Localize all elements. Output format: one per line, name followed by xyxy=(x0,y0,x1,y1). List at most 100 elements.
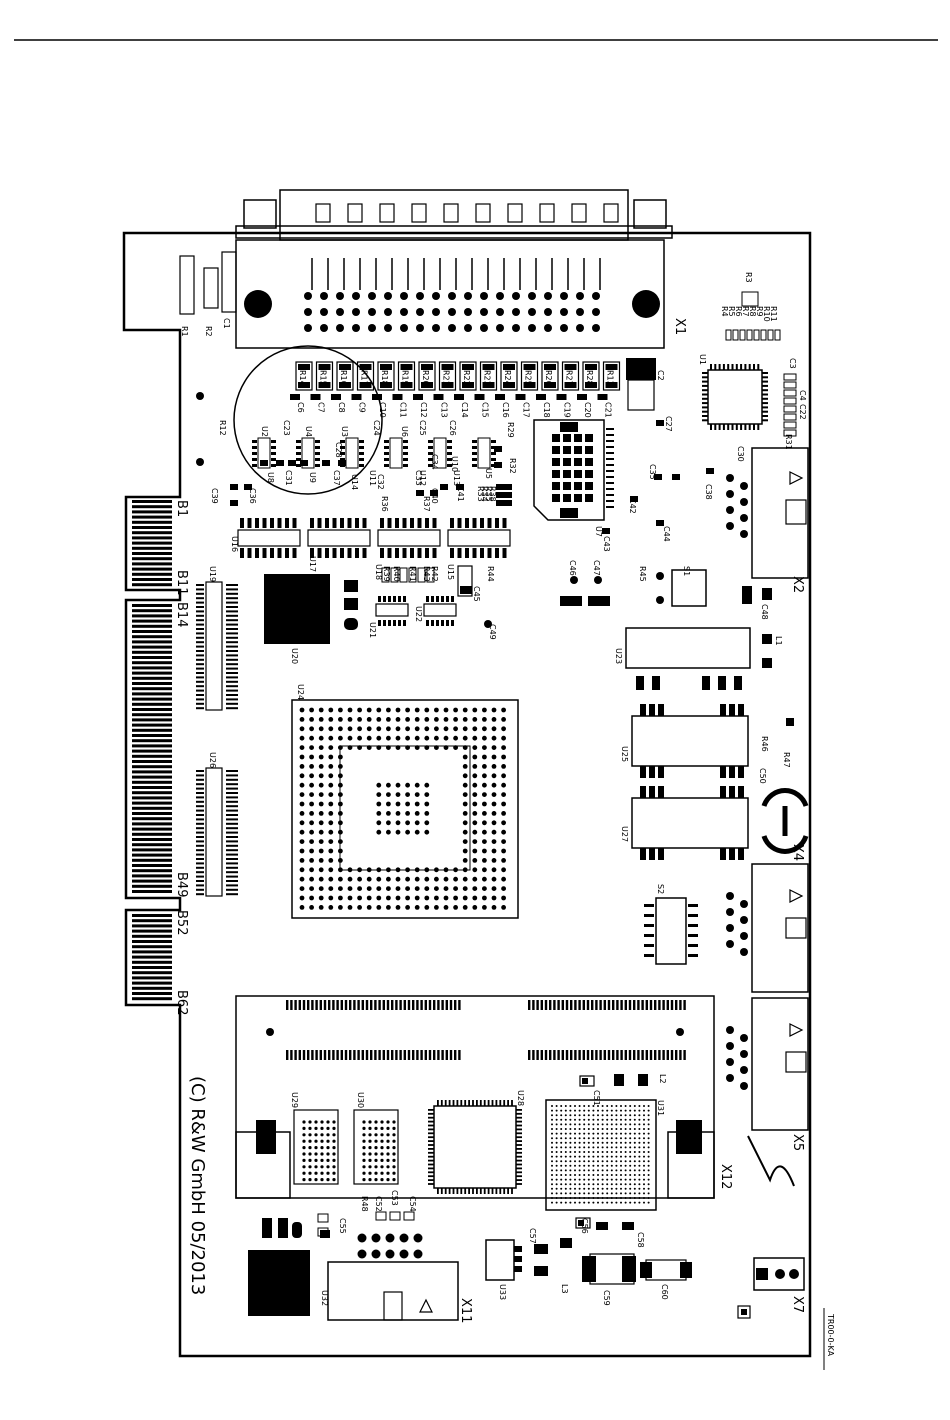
s2-switch xyxy=(655,897,687,965)
c24-label: C24 xyxy=(372,420,381,436)
c47-label: C47 xyxy=(592,560,601,576)
c4-label: C4 xyxy=(798,390,807,401)
edge-label-b49: B49 xyxy=(174,872,189,897)
u32-chip xyxy=(248,1250,310,1316)
c41-label: C41 xyxy=(456,486,465,502)
u16-label: U16 xyxy=(230,536,239,552)
u18-label: U18 xyxy=(374,564,383,580)
res-label-r26: R26 xyxy=(544,370,553,386)
u1-label: U1 xyxy=(698,354,707,365)
s1-label: S1 xyxy=(682,566,691,576)
c43-label: C43 xyxy=(602,536,611,552)
x4-connector xyxy=(726,863,809,993)
r5-label: R5 xyxy=(727,306,736,317)
res-label-r20: R20 xyxy=(421,370,430,386)
cap-label-c13: C13 xyxy=(440,402,449,418)
x2-connector xyxy=(726,447,809,579)
r10-label: R10 xyxy=(762,306,771,322)
c33-label: C33 xyxy=(414,470,423,486)
u33-label: U33 xyxy=(498,1284,507,1300)
r1-label: R1 xyxy=(180,326,189,337)
u22-label: U22 xyxy=(414,606,423,622)
u33-chip xyxy=(485,1239,515,1281)
cap-label-c19: C19 xyxy=(563,402,572,418)
u24-chip xyxy=(291,699,519,919)
res-label-r17: R17 xyxy=(360,370,369,386)
c30-label: C30 xyxy=(736,446,745,462)
r31-label: R31 xyxy=(784,434,793,450)
c60-label: C60 xyxy=(660,1284,669,1300)
chip-label-u14: U14 xyxy=(350,474,359,490)
edge-label-b14: B14 xyxy=(174,602,189,627)
u1-chip xyxy=(702,364,768,430)
chip-label-u2: U2 xyxy=(260,426,269,437)
r7-label: R7 xyxy=(741,306,750,317)
board-outline xyxy=(122,231,812,1358)
r46-label: R46 xyxy=(760,736,769,752)
u25-label: U25 xyxy=(620,746,629,762)
c39-label: C39 xyxy=(210,488,219,504)
x2-label: X2 xyxy=(790,576,805,593)
cap-label-c10: C10 xyxy=(378,402,387,418)
r11-label: R11 xyxy=(769,306,778,322)
c49-label: C49 xyxy=(488,624,497,640)
r2-label: R2 xyxy=(204,326,213,337)
r36-label: R36 xyxy=(380,496,389,512)
cap-label-c7: C7 xyxy=(317,402,326,413)
cap-label-c16: C16 xyxy=(501,402,510,418)
u7-chip xyxy=(533,419,614,521)
u23-chip xyxy=(625,627,751,669)
r42-label: R42 xyxy=(430,566,439,582)
chip-label-u10: U10 xyxy=(450,456,459,472)
r44-label: R44 xyxy=(486,566,495,582)
c37-label: C37 xyxy=(332,470,341,486)
cap-label-c8: C8 xyxy=(337,402,346,413)
r4-label: R4 xyxy=(720,306,729,317)
res-label-r21: R21 xyxy=(442,370,451,386)
edge-label-b62: B62 xyxy=(174,990,189,1015)
small-ic-row xyxy=(252,437,496,469)
u19-label: U19 xyxy=(208,566,217,582)
u28-label: U28 xyxy=(516,1090,525,1106)
c50-label: C50 xyxy=(758,768,767,784)
u32-label: U32 xyxy=(320,1290,329,1306)
r43-label: R43 xyxy=(422,566,431,582)
u31-chip xyxy=(545,1099,657,1211)
c52-label: C52 xyxy=(374,1196,383,1212)
x7-connector xyxy=(737,1257,805,1319)
u29-label: U29 xyxy=(290,1092,299,1108)
r33-label: R33 xyxy=(476,486,485,502)
c51-label: C51 xyxy=(592,1090,601,1106)
cap-label-c11: C11 xyxy=(399,402,408,418)
chip-label-u11: U11 xyxy=(368,470,377,486)
highlight-circle xyxy=(233,345,383,495)
res-label-r27: R27 xyxy=(565,370,574,386)
cap-label-c17: C17 xyxy=(522,402,531,418)
s2-label: S2 xyxy=(656,884,665,894)
u31-label: U31 xyxy=(656,1100,665,1116)
x1-connector xyxy=(235,189,673,349)
x12-connector xyxy=(235,995,715,1199)
res-label-r24: R24 xyxy=(503,370,512,386)
u30-chip xyxy=(353,1109,399,1185)
r29-label: R29 xyxy=(506,422,515,438)
chip-label-u6: U6 xyxy=(400,426,409,437)
chip-label-u9: U9 xyxy=(308,472,317,483)
c34-label: C34 xyxy=(430,454,439,470)
u25-chip xyxy=(631,715,749,767)
c45-label: C45 xyxy=(472,586,481,602)
x12-label: X12 xyxy=(718,1164,733,1189)
u28-chip xyxy=(428,1100,522,1194)
c32-label: C32 xyxy=(376,474,385,490)
ce-mark xyxy=(761,788,809,854)
c1-label: C1 xyxy=(222,318,231,329)
x11-connector xyxy=(327,1261,459,1321)
u19-header xyxy=(196,581,238,711)
u29-chip xyxy=(293,1109,339,1185)
u21-label: U21 xyxy=(368,622,377,638)
cap-label-c6: C6 xyxy=(296,402,305,413)
u23-label: U23 xyxy=(614,648,623,664)
c55-label: C55 xyxy=(338,1218,347,1234)
